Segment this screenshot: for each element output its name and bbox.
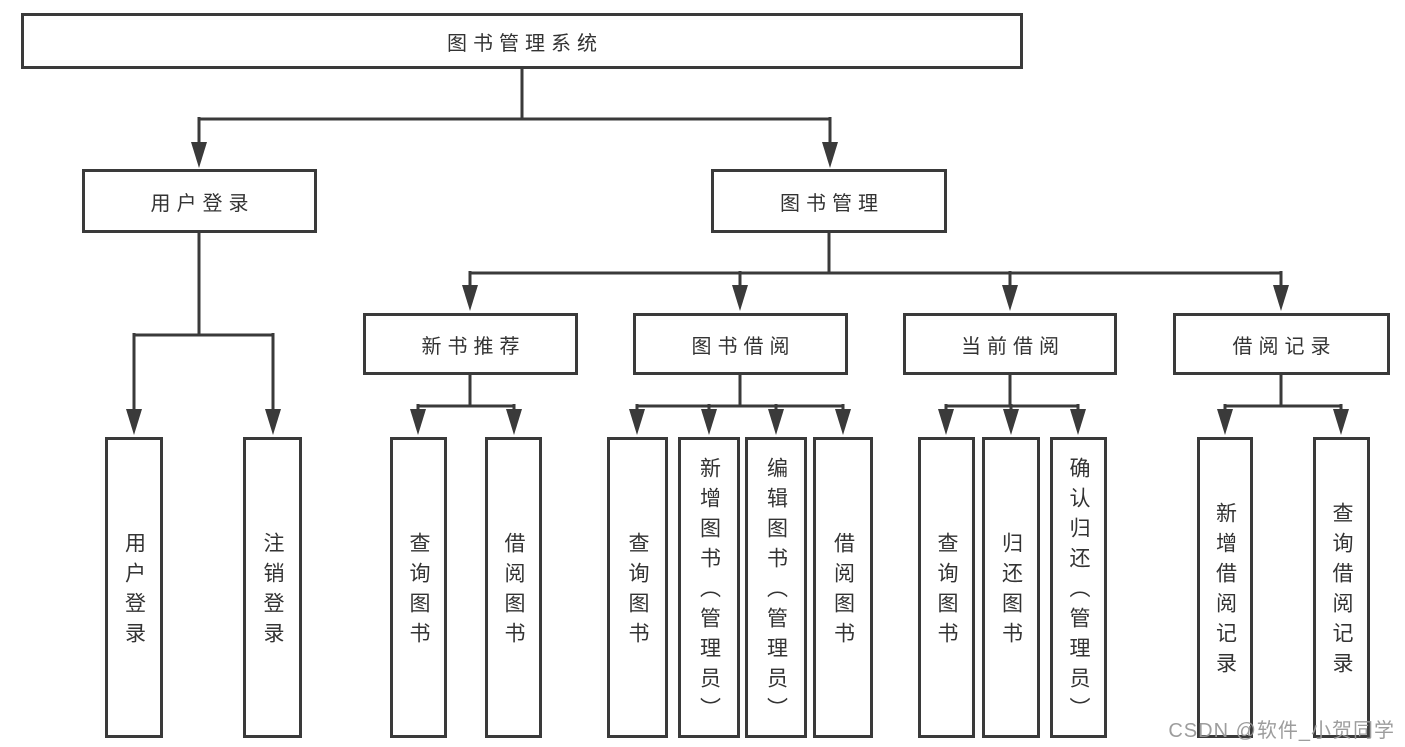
csdn-watermark: CSDN @软件_小贺同学 [1168,720,1395,742]
node-leaf-query-books-recommend: 查询图书 [390,437,447,738]
node-user-login: 用户登录 [82,169,317,233]
node-new-book-recommend: 新书推荐 [363,313,578,375]
connector-current-borrowing-children [938,375,1086,435]
node-borrowing-records: 借阅记录 [1173,313,1390,375]
node-label: 查询图书 [626,532,650,652]
connector-borrowing-records-children [1217,375,1349,435]
connector-root-to-level1 [191,69,838,168]
node-leaf-add-books-admin: 新增图书（管理员） [678,437,740,738]
node-label: 编辑图书（管理员） [764,457,788,727]
node-leaf-confirm-return-admin: 确认归还（管理员） [1050,437,1107,738]
node-label: 查询借阅记录 [1330,502,1354,682]
node-label: 用户登录 [122,532,146,652]
node-label: 注销登录 [261,532,285,652]
node-label: 新增借阅记录 [1213,502,1237,682]
node-leaf-user-login: 用户登录 [105,437,163,738]
node-label: 当前借阅 [961,335,1065,358]
node-current-borrowing: 当前借阅 [903,313,1117,375]
node-leaf-edit-books-admin: 编辑图书（管理员） [745,437,807,738]
node-label: 新书推荐 [421,335,526,358]
node-leaf-return-books: 归还图书 [982,437,1040,738]
node-label: 新增图书（管理员） [697,457,721,727]
node-library-management-system: 图书管理系统 [21,13,1023,69]
node-label: 确认归还（管理员） [1067,457,1091,727]
node-label: 图书借阅 [691,335,796,358]
node-label: 图书管理系统 [447,32,603,55]
connector-user-login-children [126,233,281,435]
connector-book-management-children [462,233,1289,311]
node-label: 查询图书 [935,532,959,652]
node-leaf-query-books-borrowing: 查询图书 [607,437,668,738]
node-label: 借阅图书 [831,532,855,652]
node-leaf-borrow-books-recommend: 借阅图书 [485,437,542,738]
node-label: 用户登录 [150,192,255,215]
node-leaf-add-borrow-record: 新增借阅记录 [1197,437,1253,738]
node-leaf-query-books-current: 查询图书 [918,437,975,738]
node-book-management: 图书管理 [711,169,947,233]
node-leaf-borrow-books: 借阅图书 [813,437,873,738]
node-leaf-query-borrow-record: 查询借阅记录 [1313,437,1370,738]
node-label: 图书管理 [780,192,884,215]
connector-book-borrowing-children [629,375,851,435]
connector-new-book-recommend-children [410,375,522,435]
node-book-borrowing: 图书借阅 [633,313,848,375]
node-leaf-logout: 注销登录 [243,437,302,738]
node-label: 查询图书 [407,532,431,652]
node-label: 归还图书 [999,532,1023,652]
node-label: 借阅记录 [1232,335,1337,358]
node-label: 借阅图书 [502,532,526,652]
